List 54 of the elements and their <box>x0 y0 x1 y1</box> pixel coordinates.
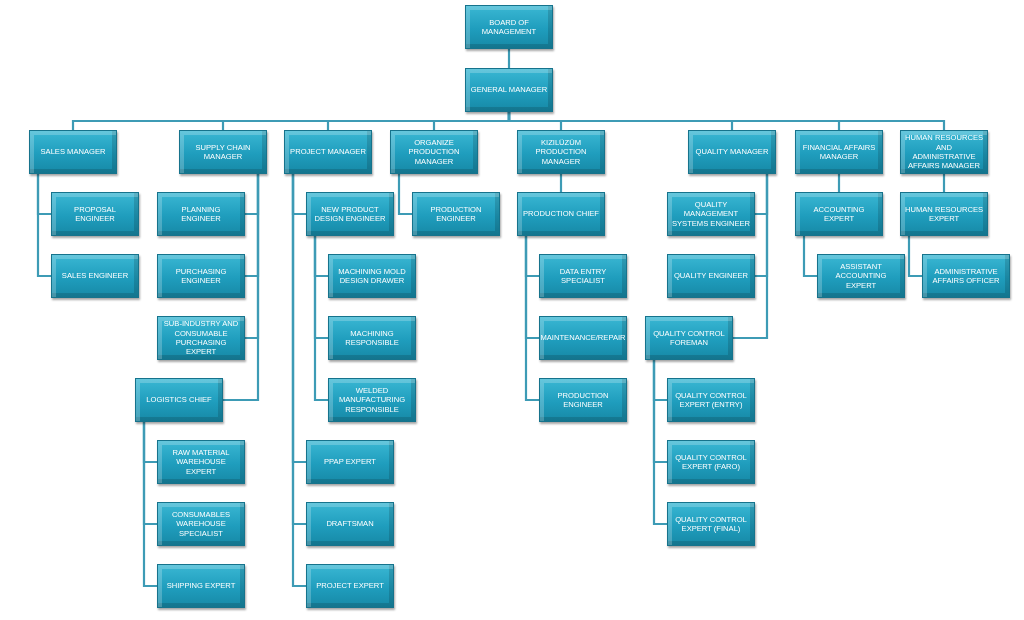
connector-line <box>397 174 412 216</box>
position-box <box>817 254 905 298</box>
position-box <box>465 5 553 49</box>
position-box <box>306 192 394 236</box>
connector-line <box>313 236 328 402</box>
position-box <box>645 316 733 360</box>
position-box <box>328 316 416 360</box>
position-box <box>157 440 245 484</box>
connector-line <box>652 360 667 526</box>
position-box <box>412 192 500 236</box>
position-box <box>667 378 755 422</box>
position-box <box>539 254 627 298</box>
connector-line <box>524 236 539 402</box>
position-box <box>328 378 416 422</box>
position-box <box>284 130 372 174</box>
connector-line <box>907 236 922 278</box>
position-box <box>900 192 988 236</box>
position-box <box>922 254 1010 298</box>
position-box <box>306 502 394 546</box>
connector-line <box>142 422 157 588</box>
connector-line <box>559 174 563 192</box>
position-box <box>157 564 245 608</box>
connector-line <box>507 112 946 130</box>
position-box <box>157 502 245 546</box>
position-box <box>179 130 267 174</box>
position-box <box>667 192 755 236</box>
position-box <box>667 502 755 546</box>
position-box <box>328 254 416 298</box>
position-box <box>667 440 755 484</box>
position-box <box>306 564 394 608</box>
connector-line <box>223 174 260 402</box>
position-box <box>135 378 223 422</box>
position-box <box>795 192 883 236</box>
connector-line <box>837 174 841 192</box>
connector-line <box>36 174 51 278</box>
position-box <box>688 130 776 174</box>
position-box <box>517 192 605 236</box>
connector-line <box>507 49 511 68</box>
position-box <box>51 192 139 236</box>
position-box <box>517 130 605 174</box>
position-box <box>795 130 883 174</box>
position-box <box>667 254 755 298</box>
position-box <box>51 254 139 298</box>
connector-line <box>942 174 946 192</box>
position-box <box>390 130 478 174</box>
connector-line <box>802 236 817 278</box>
position-box <box>157 192 245 236</box>
position-box <box>539 378 627 422</box>
position-box <box>29 130 117 174</box>
connector-line <box>733 174 769 340</box>
position-box <box>539 316 627 360</box>
position-box <box>157 254 245 298</box>
position-box <box>465 68 553 112</box>
position-box <box>306 440 394 484</box>
